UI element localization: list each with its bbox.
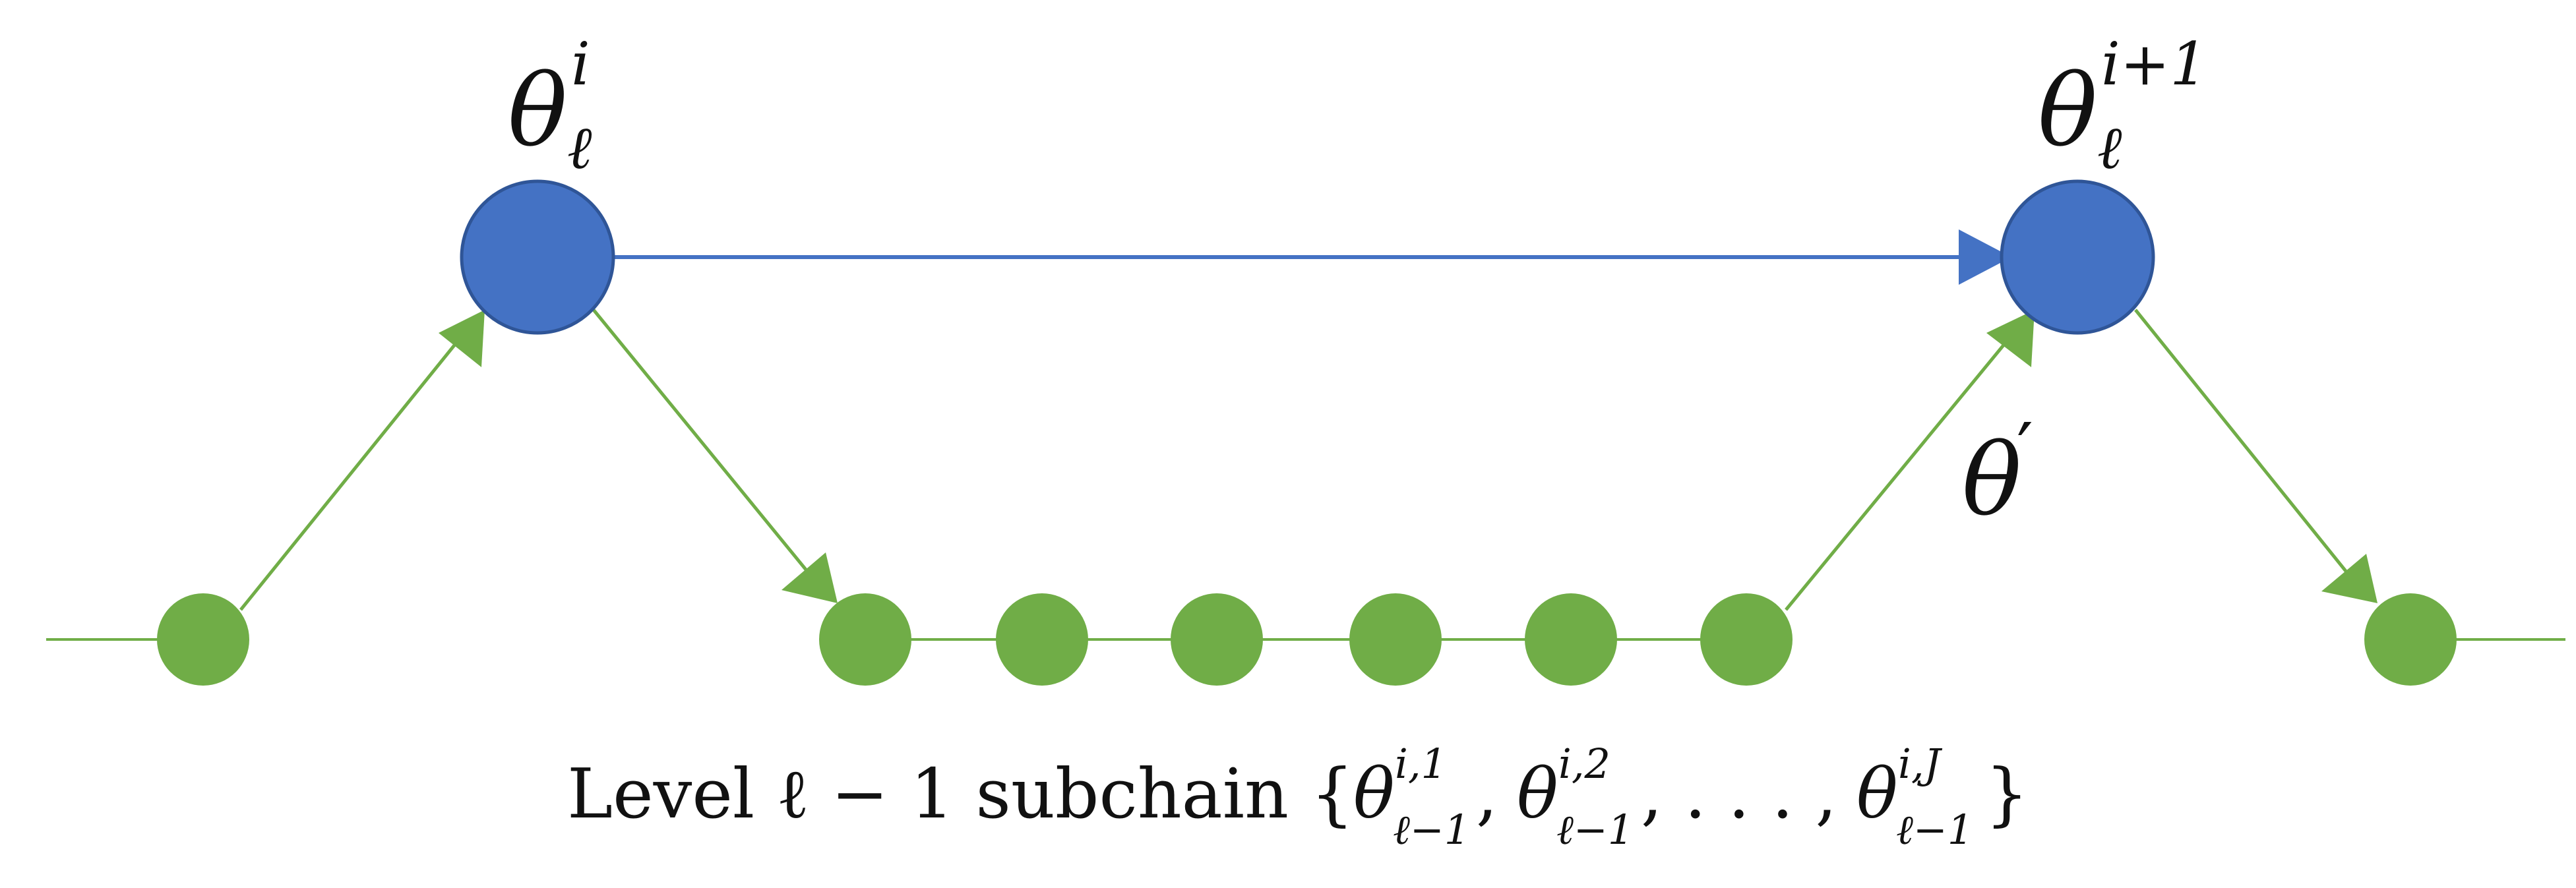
upper-node-right-label-sup: i+1 xyxy=(2101,30,2207,99)
green-edges xyxy=(239,309,2377,611)
subchain-node-5 xyxy=(1525,593,1617,686)
caption-term3-base: θ xyxy=(1856,754,1898,834)
lower-nodes xyxy=(157,593,2457,686)
edge-upper-right-to-lower xyxy=(2134,309,2354,581)
upper-node-left xyxy=(460,179,615,335)
subchain-node-6 xyxy=(1700,593,1793,686)
edge-upper-left-to-subchain-arrowhead xyxy=(782,552,838,603)
subchain-node-2 xyxy=(996,593,1088,686)
proposal-label-prime: ′ xyxy=(2017,407,2033,492)
caption-term2-sub: ℓ−1 xyxy=(1556,806,1634,854)
subchain-node-4 xyxy=(1349,593,1442,686)
upper-node-right xyxy=(2000,179,2155,335)
upper-node-right-label-base: θ xyxy=(2038,54,2097,169)
caption-term2-base: θ xyxy=(1517,754,1558,834)
caption-term3-sup: i,J xyxy=(1898,740,1943,788)
edge-lower-to-upper-left xyxy=(239,335,463,611)
caption-suffix: } xyxy=(1985,754,2029,834)
proposal-label: θ ′ xyxy=(1962,407,2033,538)
upper-node-left-label-sub: ℓ xyxy=(567,113,592,183)
edge-subchain-to-upper-right-arrowhead xyxy=(1986,310,2035,367)
caption-term2-sup: i,2 xyxy=(1558,740,1610,788)
upper-node-left-label-base: θ xyxy=(508,54,567,169)
lower-node-end xyxy=(2364,593,2457,686)
caption-term1-sub: ℓ−1 xyxy=(1393,806,1470,854)
caption-sep2: , . . . , xyxy=(1641,754,1837,834)
edge-lower-to-upper-left-arrowhead xyxy=(439,310,485,367)
proposal-label-base: θ xyxy=(1962,423,2021,538)
subchain-caption: Level ℓ − 1 subchain { θ i,1 ℓ−1 , θ i,2… xyxy=(567,740,2029,854)
caption-term1-sup: i,1 xyxy=(1395,740,1447,788)
caption-sep1: , xyxy=(1476,754,1498,834)
upper-node-left-label-sup: i xyxy=(571,30,590,99)
upper-node-left-label: θ i ℓ xyxy=(508,30,592,183)
upper-node-right-label: θ i+1 ℓ xyxy=(2038,30,2207,183)
caption-term1-base: θ xyxy=(1353,754,1395,834)
subchain-node-1 xyxy=(819,593,911,686)
edge-upper-left-to-subchain xyxy=(592,309,816,581)
upper-node-right-label-sub: ℓ xyxy=(2097,113,2122,183)
caption-term3-sub: ℓ−1 xyxy=(1896,806,1973,854)
edge-upper-right-to-lower-arrowhead xyxy=(2321,554,2377,603)
subchain-node-3 xyxy=(1171,593,1263,686)
lower-node-start xyxy=(157,593,249,686)
edge-subchain-to-upper-right xyxy=(1785,338,2009,611)
upper-transition-arrowhead xyxy=(1959,229,2011,285)
caption-prefix: Level ℓ − 1 subchain { xyxy=(567,754,1354,834)
